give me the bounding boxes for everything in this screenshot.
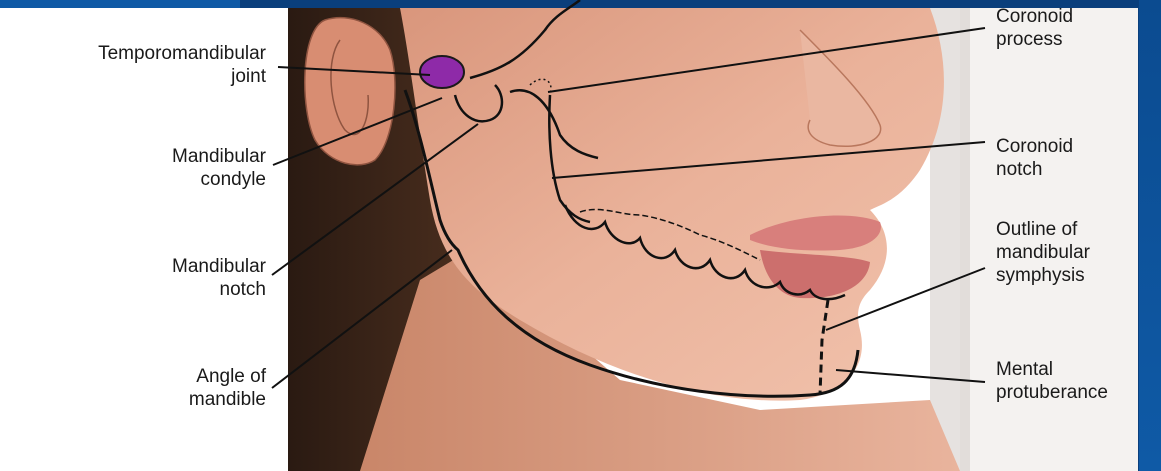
label-mandibular-condyle: Mandibular condyle <box>172 145 266 191</box>
ear <box>305 18 395 165</box>
label-mental-protuberance: Mental protuberance <box>996 358 1108 404</box>
label-coronoid-process: Coronoid process <box>996 5 1073 51</box>
label-coronoid-notch: Coronoid notch <box>996 135 1073 181</box>
label-mandibular-notch: Mandibular notch <box>172 255 266 301</box>
label-temporomandibular-joint: Temporomandibular joint <box>98 42 266 88</box>
temporomandibular-joint-marker <box>420 56 464 88</box>
label-angle-of-mandible: Angle of mandible <box>189 365 266 411</box>
label-outline-of-mandibular-symphysis: Outline of mandibular symphysis <box>996 218 1090 287</box>
